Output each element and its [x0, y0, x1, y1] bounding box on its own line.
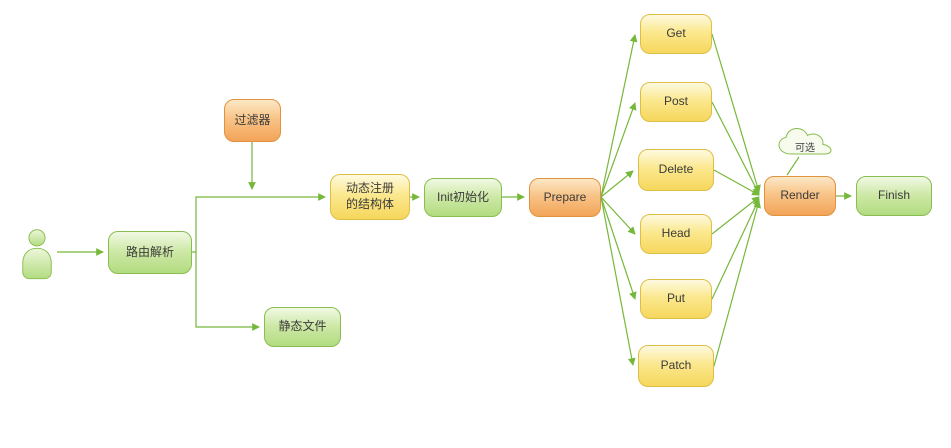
node-patch: Patch — [638, 345, 714, 387]
node-prepare: Prepare — [529, 178, 601, 217]
node-head: Head — [640, 214, 712, 254]
node-static-files: 静态文件 — [264, 307, 341, 347]
edge-prepare-get — [600, 34, 638, 198]
edge-patch-render — [713, 200, 761, 367]
edge-head-render — [711, 196, 760, 235]
edge-get-render — [711, 33, 761, 193]
edge-route-static — [195, 252, 260, 331]
edge-post-render — [711, 101, 760, 195]
edge-put-render — [711, 198, 760, 300]
node-finish: Finish — [856, 176, 932, 216]
cloud-optional: 可选 — [776, 125, 834, 159]
node-dynamic-struct: 动态注册 的结构体 — [330, 174, 410, 220]
edge-prepare-patch — [600, 196, 636, 366]
edge-prepare-put — [600, 196, 637, 300]
edge-prepare-head — [600, 196, 636, 235]
node-init: Init初始化 — [424, 178, 502, 217]
node-delete: Delete — [638, 149, 714, 191]
node-route-parse: 路由解析 — [108, 231, 192, 274]
edge-optional-render — [786, 156, 800, 176]
cloud-optional-label: 可选 — [795, 142, 815, 154]
node-get: Get — [640, 14, 712, 54]
node-filter: 过滤器 — [224, 99, 281, 142]
node-post: Post — [640, 82, 712, 122]
edge-route-struct — [192, 193, 326, 253]
edge-prepare-delete — [600, 170, 634, 198]
node-put: Put — [640, 279, 712, 319]
edge-prepare-post — [600, 102, 637, 198]
node-render: Render — [764, 176, 836, 216]
cloud-icon — [778, 127, 832, 155]
user-actor-icon — [18, 228, 56, 280]
edge-delete-render — [713, 169, 760, 196]
